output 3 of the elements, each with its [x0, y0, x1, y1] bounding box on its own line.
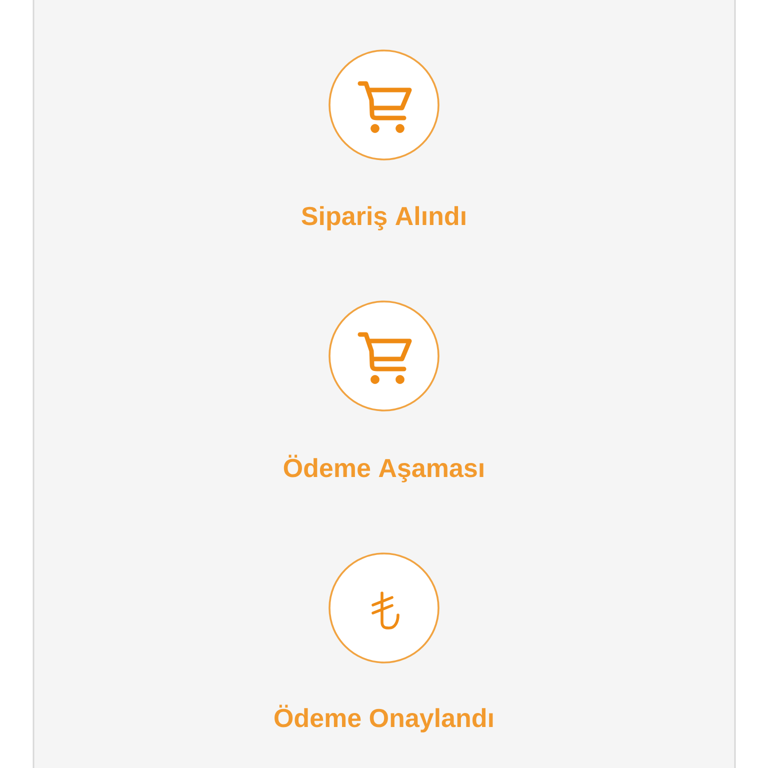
step-label: Sipariş Alındı [302, 206, 466, 230]
step-label: Ödeme Onaylandı [274, 704, 493, 732]
step-label: Ödeme Aşaması [284, 454, 484, 482]
